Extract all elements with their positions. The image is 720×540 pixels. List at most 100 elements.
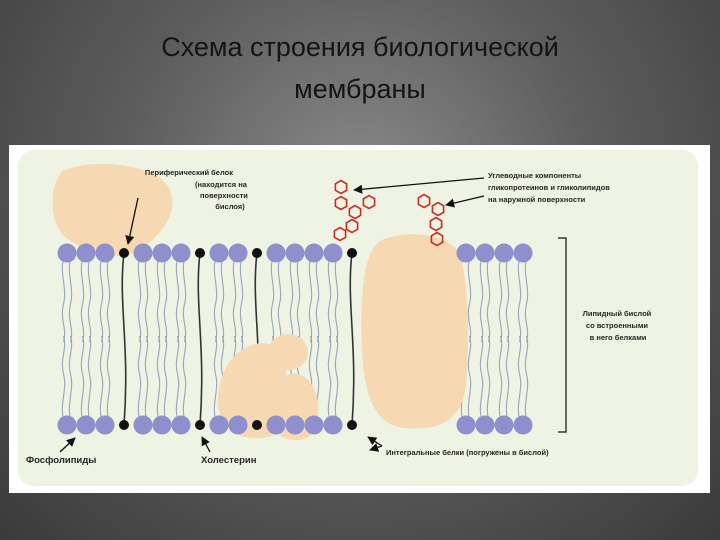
carbohydrate-hexagon	[429, 216, 443, 232]
arrow-carbohydrate-left	[353, 177, 485, 194]
lipid-tail-lower	[498, 335, 503, 420]
arrow-cholesterol	[201, 436, 211, 453]
lipid-tail-upper	[220, 258, 225, 343]
carbohydrate-hexagon	[431, 201, 445, 217]
phospholipid-head	[513, 415, 533, 435]
lipid-tail-upper	[144, 258, 149, 343]
label-peripheral-line-2: (находится на	[195, 180, 248, 189]
phospholipid-head	[228, 243, 248, 263]
carbohydrate-hexagon	[334, 195, 348, 211]
lipid-tail-upper	[270, 258, 275, 343]
phospholipid-head	[323, 415, 343, 435]
lipid-tail-upper	[182, 258, 187, 343]
cholesterol-tail	[197, 252, 203, 426]
cholesterol-head	[252, 420, 262, 430]
lipid-tail-upper	[163, 258, 168, 343]
phospholipid-head	[475, 243, 495, 263]
lipid-tail-upper	[517, 258, 522, 343]
phospholipid-head	[209, 415, 229, 435]
lipid-tail-lower	[486, 335, 491, 420]
cholesterol-head	[119, 420, 129, 430]
lipid-tail-upper	[156, 258, 161, 343]
phospholipid-head	[228, 415, 248, 435]
diagram-background	[18, 150, 698, 486]
label-bilayer: Липидный бислой со встроенными в него бе…	[583, 309, 654, 342]
lipid-tail-lower	[334, 335, 339, 420]
lipid-tail-lower	[175, 335, 180, 420]
phospholipid-head	[456, 243, 476, 263]
lipid-tail-lower	[467, 335, 472, 420]
phospholipid-head	[494, 243, 514, 263]
phospholipid-head	[95, 243, 115, 263]
lipid-tail-upper	[87, 258, 92, 343]
integral-protein-left-lobe	[218, 343, 289, 439]
lipid-tail-lower	[479, 335, 484, 420]
cholesterol-head	[347, 420, 357, 430]
carbohydrate-hexagon	[345, 218, 359, 234]
phospholipid-head	[152, 243, 172, 263]
cholesterol-tail	[349, 252, 355, 426]
carbohydrate-hexagon	[348, 204, 362, 220]
lipid-tail-lower	[99, 335, 104, 420]
cholesterol-head	[195, 420, 205, 430]
lipid-tail-upper	[524, 258, 529, 343]
lipid-tail-lower	[87, 335, 92, 420]
lipid-tail-upper	[232, 258, 237, 343]
phospholipid-head	[475, 415, 495, 435]
integral-protein-large	[361, 234, 468, 429]
label-peripheral-line-3: поверхности	[200, 191, 248, 200]
lipid-tail-lower	[327, 335, 332, 420]
lipid-tail-lower	[137, 335, 142, 420]
phospholipid-head	[304, 415, 324, 435]
phospholipid-head	[171, 415, 191, 435]
phospholipid-head	[133, 243, 153, 263]
label-carbohydrate-line-3: на наружной поверхности	[488, 195, 586, 204]
label-phospholipids: Фосфолипиды	[26, 455, 96, 466]
phospholipid-head	[266, 243, 286, 263]
carbohydrate-hexagon	[334, 179, 348, 195]
lipid-tail-lower	[80, 335, 85, 420]
phospholipid-head	[494, 415, 514, 435]
label-carbohydrate-line-2: гликопротеинов и гликолипидов	[488, 183, 610, 192]
label-peripheral-line-4: бислоя)	[215, 202, 245, 211]
cholesterol-head	[252, 248, 262, 258]
integral-protein-top-lobe	[268, 334, 308, 370]
lipid-tail-upper	[68, 258, 73, 343]
lipid-tail-upper	[106, 258, 111, 343]
phospholipid-head	[95, 415, 115, 435]
phospholipid-head	[57, 415, 77, 435]
phospholipid-head	[266, 415, 286, 435]
arrow-integral-2	[369, 443, 383, 452]
carbohydrate-hexagon	[417, 193, 431, 209]
lipid-heads	[57, 243, 533, 435]
lipid-tail-lower	[106, 335, 111, 420]
phospholipid-head	[76, 243, 96, 263]
arrow-peripheral	[125, 197, 139, 245]
lipid-tail-upper	[213, 258, 218, 343]
phospholipid-head	[323, 243, 343, 263]
carbohydrate-hexagon	[362, 194, 376, 210]
lipid-tail-upper	[467, 258, 472, 343]
label-carbohydrate-line-1: Углеводные компоненты	[488, 171, 581, 180]
lipid-tail-lower	[182, 335, 187, 420]
lipid-tail-upper	[296, 258, 301, 343]
cholesterol-head	[347, 248, 357, 258]
lipid-tail-upper	[61, 258, 66, 343]
lipid-tail-lower	[68, 335, 73, 420]
lipid-tail-upper	[80, 258, 85, 343]
lipid-tail-lower	[213, 335, 218, 420]
arrow-phospholipids	[59, 437, 76, 453]
phospholipid-head	[152, 415, 172, 435]
carbohydrate-chains	[333, 179, 445, 247]
phospholipid-head	[76, 415, 96, 435]
label-bilayer-line-1: Липидный бислой	[583, 309, 652, 318]
phospholipid-head	[285, 415, 305, 435]
lipid-tail-upper	[289, 258, 294, 343]
lipid-tail-upper	[334, 258, 339, 343]
lipid-tail-lower	[156, 335, 161, 420]
phospholipid-head	[133, 415, 153, 435]
lipid-tails	[61, 252, 529, 426]
phospholipid-head	[285, 243, 305, 263]
phospholipid-head	[171, 243, 191, 263]
